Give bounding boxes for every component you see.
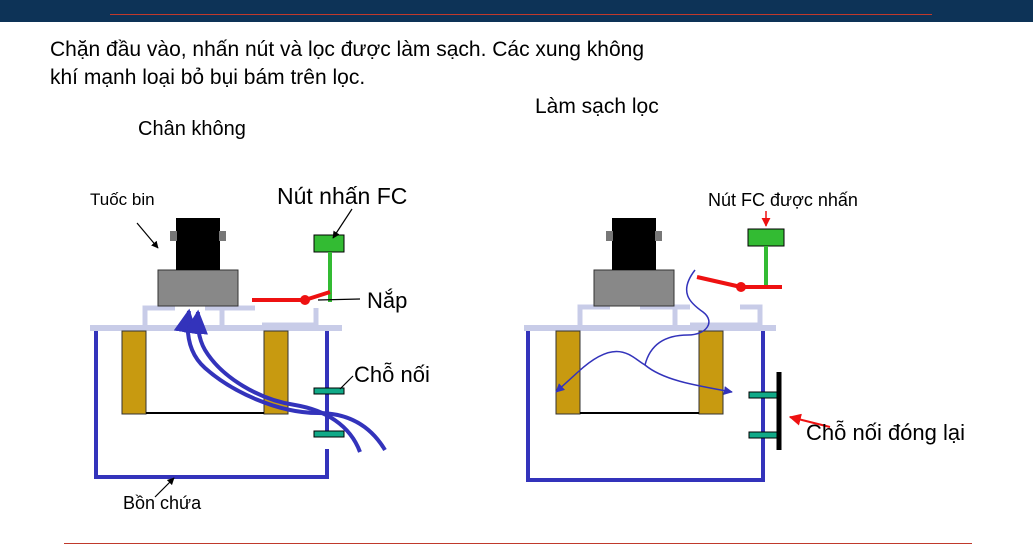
left-airflow-inner <box>184 309 362 453</box>
button-pointer <box>332 208 353 239</box>
left-fc-button <box>313 234 345 253</box>
intro-text: Chặn đầu vào, nhấn nút và lọc được làm s… <box>50 36 810 92</box>
left-motor <box>176 218 220 270</box>
right-motor-knob-left <box>606 231 613 241</box>
turbine-label: Tuốc bin <box>90 190 155 209</box>
fc-button-label: Nút nhấn FC <box>277 183 408 209</box>
right-motor <box>612 218 656 270</box>
right-panel-title: Làm sạch lọc <box>535 95 659 118</box>
right-cleaning-panel <box>524 211 831 482</box>
left-lid <box>90 325 342 331</box>
right-lever-left <box>696 275 742 289</box>
right-filter-right <box>698 330 724 415</box>
right-lid-inner <box>577 304 763 328</box>
right-lever-pivot <box>736 282 746 292</box>
port-closed-label: Chỗ nối đóng lại <box>806 420 966 445</box>
left-port-lower <box>313 430 345 438</box>
left-lid-inner <box>142 305 319 328</box>
intro-line-2: khí mạnh loại bỏ bụi bám trên lọc. <box>50 66 366 89</box>
left-filter-left <box>121 330 147 415</box>
right-motor-knob-right <box>655 231 662 241</box>
left-motor-knob-right <box>219 231 226 241</box>
left-lever-pivot <box>300 295 310 305</box>
left-panel-title: Chân không <box>138 118 246 140</box>
port-pointer <box>339 375 354 390</box>
right-pulse-flow <box>555 269 710 393</box>
port-label: Chỗ nối <box>354 362 430 387</box>
right-motor-base <box>593 269 675 307</box>
header-bar <box>0 0 1033 22</box>
left-port-upper <box>313 387 345 395</box>
tank-label: Bồn chứa <box>123 493 202 513</box>
fc-pressed-label: Nút FC được nhấn <box>708 190 858 210</box>
left-vacuum-panel <box>90 208 387 498</box>
footer-divider <box>64 543 972 544</box>
turbine-pointer <box>136 222 159 249</box>
left-motor-knob-left <box>170 231 177 241</box>
right-filter-left <box>555 330 581 415</box>
right-fc-button <box>747 228 785 247</box>
lid-label: Nắp <box>367 288 408 313</box>
left-airflow-outer <box>173 308 387 452</box>
right-tank <box>526 330 765 482</box>
right-port-lower <box>748 431 778 439</box>
intro-line-1: Chặn đầu vào, nhấn nút và lọc được làm s… <box>50 38 645 61</box>
tank-pointer <box>154 477 175 498</box>
lid-pointer <box>317 298 361 301</box>
left-motor-base <box>157 269 239 307</box>
right-port-pointer <box>788 413 831 428</box>
right-pulse-branch <box>644 364 733 395</box>
left-tank <box>94 330 329 479</box>
header-divider <box>110 14 932 15</box>
right-port-upper <box>748 391 778 399</box>
right-lid <box>524 325 776 331</box>
